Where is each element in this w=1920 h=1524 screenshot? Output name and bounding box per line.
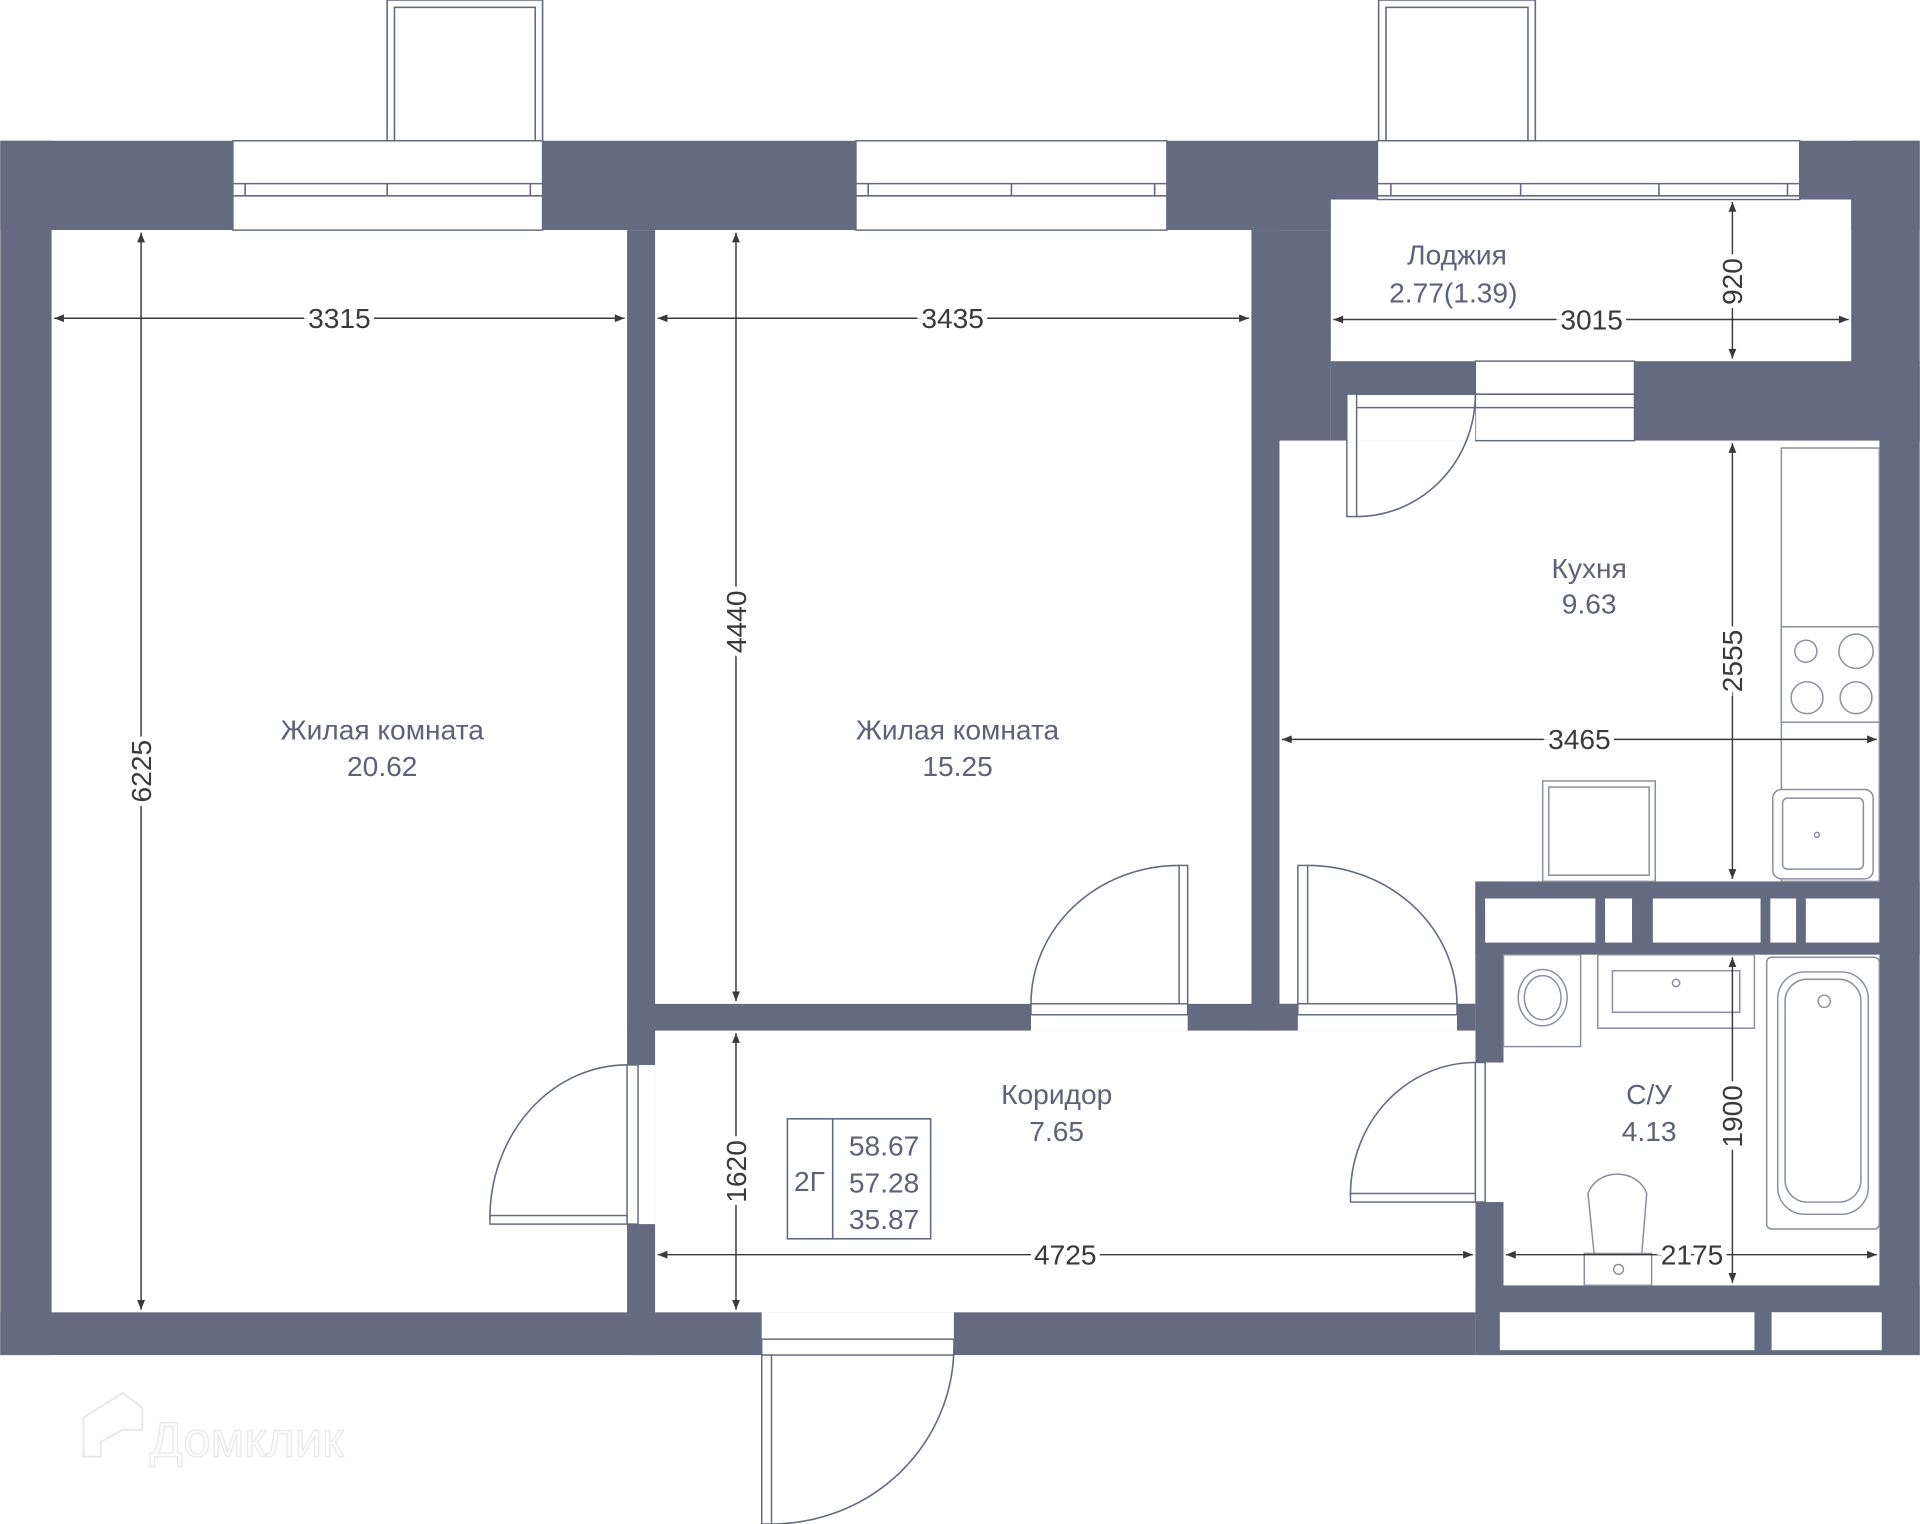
door-kitchen[interactable] (1297, 864, 1458, 1031)
room-name-bathroom: С/У (1626, 1079, 1673, 1110)
room-area-corridor: 7.65 (1029, 1116, 1084, 1147)
dim-corridor-width: 4725 (1034, 1239, 1097, 1270)
room-area-living2: 15.25 (922, 751, 992, 782)
room-area-bathroom: 4.13 (1622, 1116, 1677, 1147)
window-loggia (1376, 140, 1801, 201)
room-name-living2: Жилая комната (856, 714, 1060, 745)
room-name-living1: Жилая комната (281, 714, 485, 745)
dim-kitchen-width: 3465 (1548, 724, 1611, 755)
domclick-watermark: Домклик (82, 1391, 345, 1468)
exterior-balcony-right (1377, 0, 1537, 142)
bathroom-sink (1597, 954, 1756, 1029)
dim-living2-length: 4440 (721, 591, 752, 654)
vent-shafts (1485, 898, 1882, 1351)
fridge (1541, 780, 1657, 883)
dim-living1-width: 3315 (308, 303, 371, 334)
apartment-summary-box: 2Г 58.67 57.28 35.87 (786, 1118, 932, 1240)
door-loggia[interactable] (1346, 393, 1477, 518)
kitchen-sink (1772, 788, 1874, 880)
watermark-text: Домклик (150, 1414, 344, 1468)
window-living2 (855, 140, 1168, 231)
stove (1780, 626, 1881, 723)
room-name-loggia: Лоджия (1407, 239, 1507, 270)
room-floors (51, 199, 1880, 1313)
dim-kitchen-length: 2555 (1717, 630, 1748, 693)
toilet (1583, 1173, 1653, 1287)
washing-machine (1502, 954, 1582, 1048)
dim-corridor-depth: 1620 (721, 1140, 752, 1203)
room-area-loggia: 2.77(1.39) (1389, 277, 1517, 308)
total-area: 58.67 (849, 1131, 919, 1162)
dim-bath-length: 1900 (1717, 1085, 1748, 1148)
door-bathroom[interactable] (1349, 1061, 1504, 1203)
apartment-type: 2Г (794, 1166, 825, 1197)
window-living1 (232, 140, 544, 231)
door-entrance[interactable] (760, 1312, 955, 1524)
dim-living2-width: 3435 (921, 303, 984, 334)
dimension-lines (54, 201, 1877, 1310)
room-area-living1: 20.62 (347, 751, 417, 782)
room-name-corridor: Коридор (1001, 1079, 1112, 1110)
window-kitchen (1474, 360, 1636, 442)
dim-bath-width: 2175 (1661, 1239, 1724, 1270)
door-living2[interactable] (1030, 864, 1189, 1031)
bathtub (1765, 956, 1881, 1230)
room-name-kitchen: Кухня (1552, 553, 1627, 584)
dim-loggia-width: 3015 (1560, 304, 1623, 335)
living-area: 35.87 (849, 1204, 919, 1235)
door-living1[interactable] (489, 1064, 656, 1225)
exterior-balcony-left (386, 0, 544, 142)
house-logo-icon (82, 1391, 144, 1458)
room-area-kitchen: 9.63 (1562, 588, 1617, 619)
area-without-loggia: 57.28 (849, 1167, 919, 1198)
dim-loggia-depth: 920 (1717, 258, 1748, 305)
dim-living1-length: 6225 (126, 740, 157, 803)
